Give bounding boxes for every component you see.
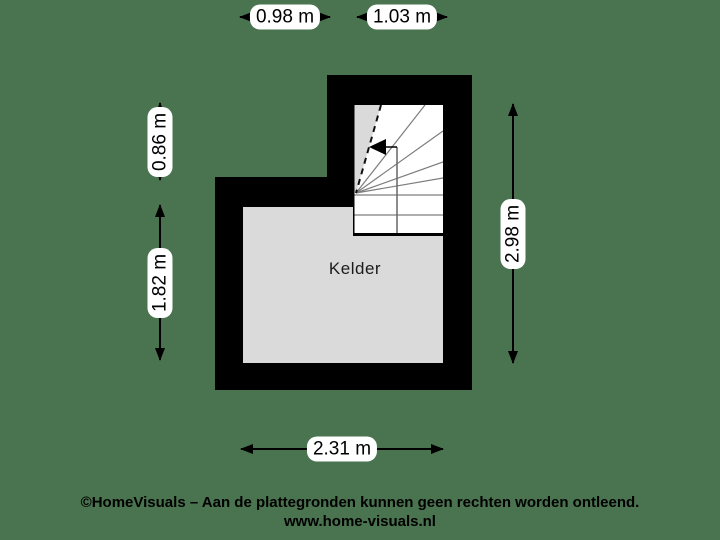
stair-direction-arrow-icon (369, 139, 386, 155)
room-label-kelder: Kelder (328, 259, 382, 278)
dimension-top-left: 0.98 m (239, 0, 331, 34)
arrow-left-icon (356, 12, 369, 22)
dimension-label: 0.86 m (147, 106, 173, 177)
footer-disclaimer: ©HomeVisuals – Aan de plattegronden kunn… (80, 494, 640, 511)
arrow-left-icon (239, 12, 252, 22)
dimension-left-upper: 0.86 m (143, 102, 177, 181)
staircase (353, 104, 444, 233)
stair-break-line (355, 104, 382, 194)
dimension-bottom: 2.31 m (240, 432, 444, 466)
arrow-up-icon (508, 103, 518, 116)
dimension-label: 2.98 m (500, 198, 526, 269)
arrow-down-icon (508, 351, 518, 364)
arrow-right-icon (431, 444, 444, 454)
dimension-label: 2.31 m (306, 436, 378, 462)
dimension-right: 2.98 m (496, 103, 530, 364)
arrow-down-icon (155, 348, 165, 361)
staircase-drawing (353, 104, 444, 233)
footer-website: www.home-visuals.nl (284, 513, 436, 530)
footer: ©HomeVisuals – Aan de plattegronden kunn… (0, 493, 720, 531)
dimension-label: 1.82 m (147, 247, 173, 318)
dimension-top-right: 1.03 m (356, 0, 448, 34)
arrow-left-icon (240, 444, 253, 454)
dimension-label: 0.98 m (249, 4, 321, 30)
arrow-right-icon (318, 12, 331, 22)
stair-bottom-wall (353, 233, 443, 236)
arrow-up-icon (155, 204, 165, 217)
dimension-left-lower: 1.82 m (143, 204, 177, 361)
arrow-right-icon (435, 12, 448, 22)
dimension-label: 1.03 m (366, 4, 438, 30)
